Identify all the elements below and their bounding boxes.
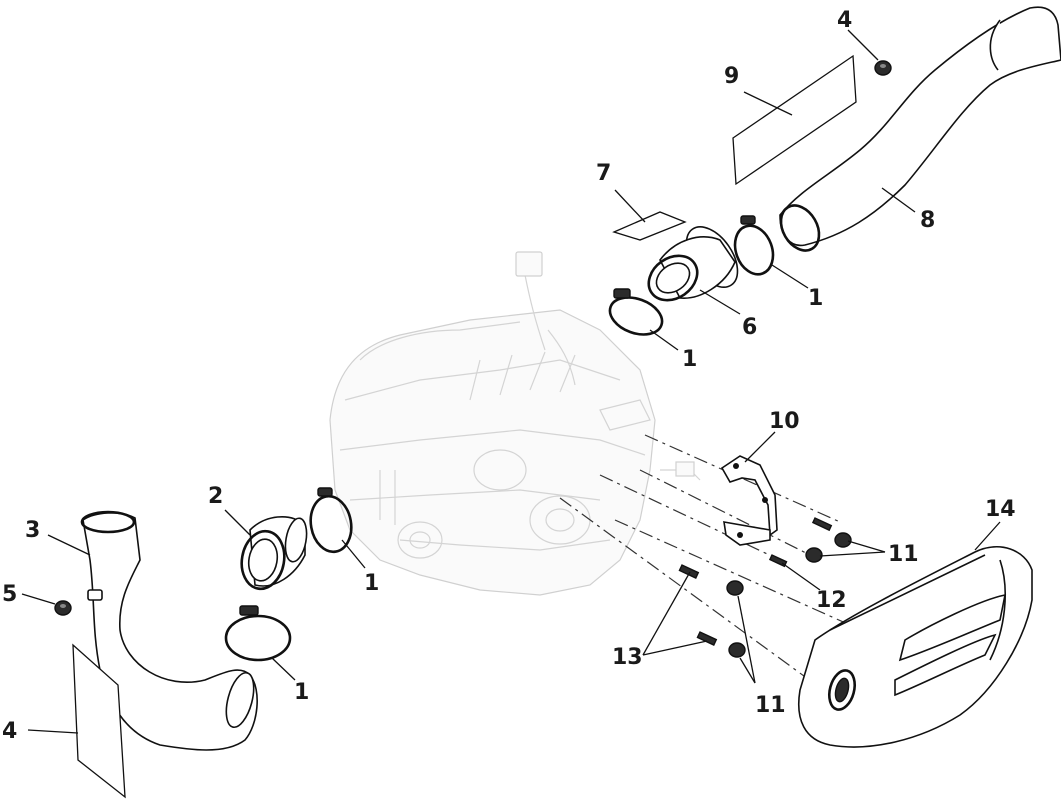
callout-1-lower: 1 xyxy=(294,680,309,705)
upper-clamp-right xyxy=(733,215,775,276)
fasteners xyxy=(678,517,852,658)
callout-1-upper-left: 1 xyxy=(682,347,697,372)
callout-8: 8 xyxy=(920,208,935,233)
callout-9: 9 xyxy=(724,64,739,89)
callout-14: 14 xyxy=(985,497,1016,522)
bracket xyxy=(720,455,778,546)
callout-11-lower: 11 xyxy=(755,693,786,718)
callout-1-upper-right: 1 xyxy=(808,286,823,311)
upper-duct xyxy=(779,6,1061,252)
callout-13: 13 xyxy=(612,645,643,670)
lower-clamp-lower xyxy=(224,605,292,662)
callout-3: 3 xyxy=(25,518,40,543)
callout-12: 12 xyxy=(816,588,847,613)
label-sheet-5 xyxy=(72,643,126,799)
leader-lines xyxy=(21,29,1001,734)
lower-clamp-upper xyxy=(309,487,353,554)
lower-nut xyxy=(54,600,72,616)
callout-11-upper: 11 xyxy=(888,542,919,567)
callout-labels: 4 9 7 8 1 6 1 10 2 3 14 11 1 5 12 13 1 1… xyxy=(2,8,1016,744)
callout-4-lower: 5 xyxy=(2,582,17,607)
lower-coupling xyxy=(240,515,308,591)
muffler-cover xyxy=(798,546,1033,748)
upper-clamp-left xyxy=(608,288,664,336)
assembly-lines xyxy=(559,434,851,696)
callout-7: 7 xyxy=(596,161,611,186)
callout-5: 4 xyxy=(2,719,17,744)
callout-4-upper: 4 xyxy=(837,8,852,33)
callout-10: 10 xyxy=(769,409,800,434)
upper-nut xyxy=(874,60,892,76)
engine-ghost xyxy=(329,251,701,596)
callout-6: 6 xyxy=(742,315,757,340)
lower-duct xyxy=(80,510,258,751)
callout-2: 2 xyxy=(208,484,223,509)
label-sheet-7 xyxy=(612,211,687,241)
upper-coupling xyxy=(647,226,739,302)
label-sheet-9 xyxy=(732,54,857,186)
callout-1-lower-mid: 1 xyxy=(364,571,379,596)
